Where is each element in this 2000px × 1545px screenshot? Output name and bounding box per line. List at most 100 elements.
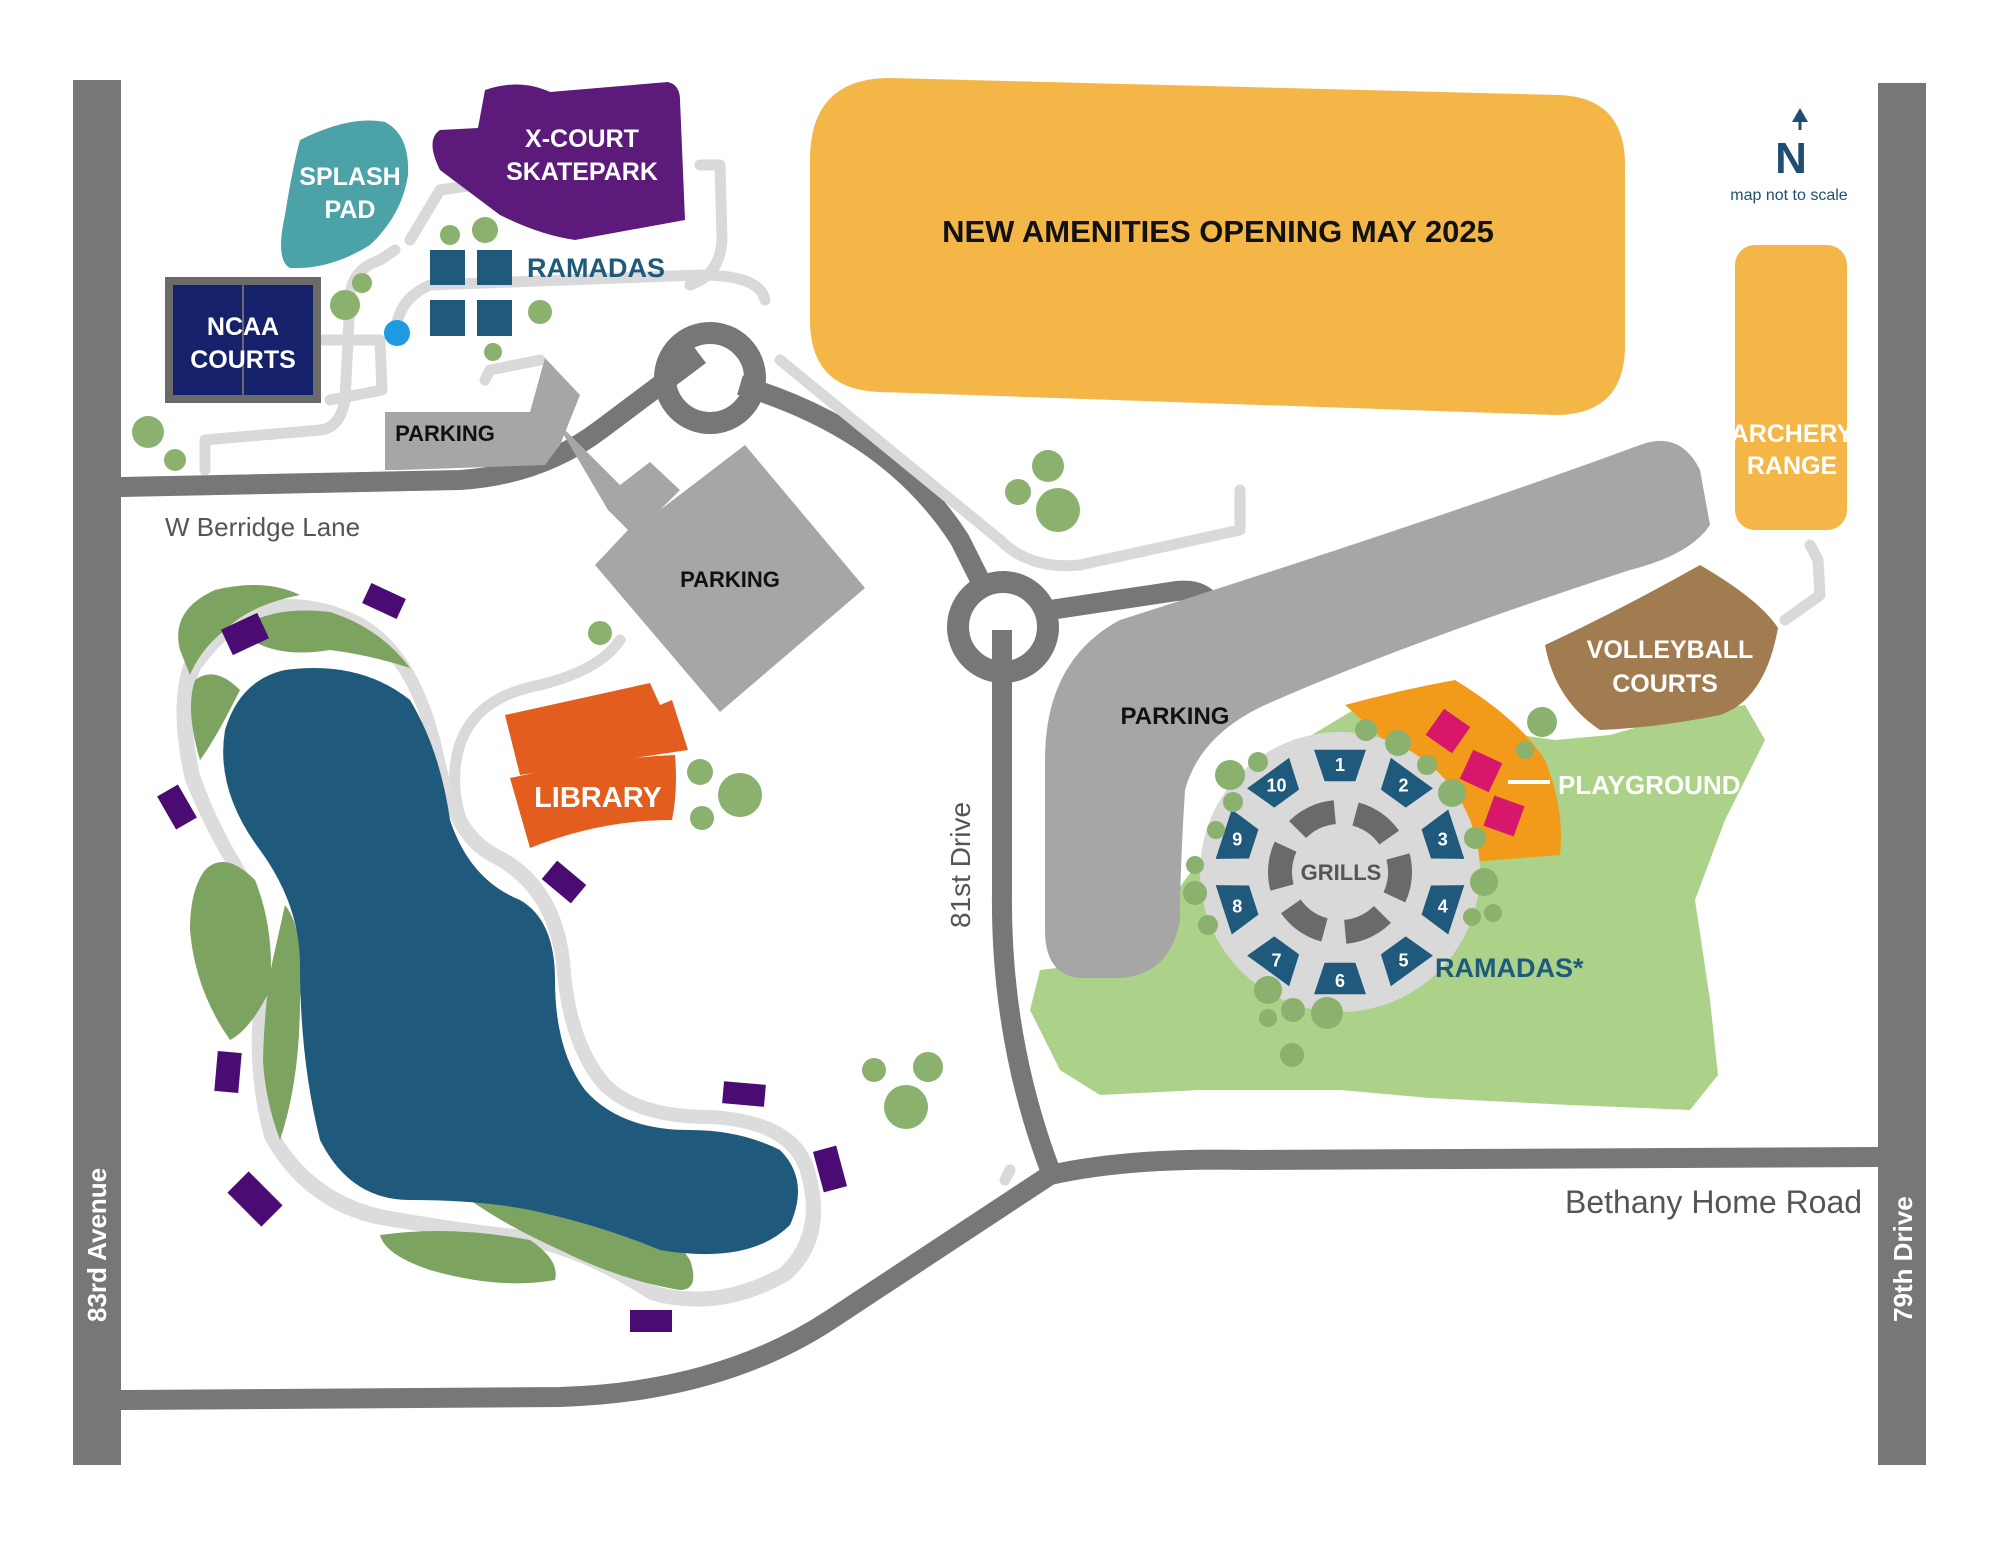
ramada-number: 4 [1438,896,1448,916]
w-berridge-lane-label: W Berridge Lane [165,512,360,542]
tree-icon [1463,908,1481,926]
ramada-5[interactable] [1380,936,1433,987]
library-label: LIBRARY [534,782,662,814]
ramada-2[interactable] [1380,757,1433,808]
tree-icon [472,217,498,243]
tree-icon [718,773,762,817]
ramada-number: 2 [1398,776,1408,796]
ncaa-courts[interactable] [165,277,321,403]
street-bethany-home-road [119,1147,1881,1410]
grill-station [1352,802,1399,845]
ramada-4[interactable] [1421,885,1465,935]
tree-icon [1036,488,1080,532]
tree-icon [164,449,186,471]
tree-icon [687,759,713,785]
tree-icon [1215,760,1245,790]
walking-paths [199,159,1826,1186]
archery-label-1: ARCHERY [1731,420,1854,448]
library[interactable] [505,683,688,848]
skatepark-label-2: SKATEPARK [506,158,658,186]
splash-pad-label-1: SPLASH [299,163,400,191]
bench [541,860,587,904]
parking-center[interactable] [555,420,865,712]
north-label: N [1775,134,1807,183]
play-equipment [1425,708,1525,837]
scale-note: map not to scale [1730,187,1848,204]
north-ramadas-label: RAMADAS [527,253,665,283]
ramada-6[interactable] [1314,962,1366,995]
bench [227,1171,283,1227]
tree-icon [1438,779,1466,807]
new-amenities-area[interactable] [810,78,1625,415]
parking-east-label: PARKING [1121,703,1230,730]
trees [132,217,1557,1129]
ramada-3[interactable] [1421,809,1465,859]
grills-label: GRILLS [1301,860,1382,885]
benches [157,583,848,1332]
tree-icon [1259,1009,1277,1027]
grill-hub [1296,828,1384,916]
79th-drive-label: 79th Drive [1888,1196,1918,1322]
tree-icon [330,290,360,320]
tree-icon [1464,827,1486,849]
ramada-8[interactable] [1215,885,1259,935]
tree-icon [862,1058,886,1082]
tree-icon [1527,707,1557,737]
tree-icon [1484,904,1502,922]
tree-icon [1248,752,1268,772]
tree-icon [1254,976,1282,1004]
new-amenities-text: NEW AMENITIES OPENING MAY 2025 [942,214,1494,249]
ramada-10[interactable] [1247,757,1300,808]
grill-stations [1268,800,1412,944]
tree-icon [1183,881,1207,905]
tree-icon [132,416,164,448]
roundabout-north [654,322,766,434]
street-81st-drive [991,630,1062,1179]
skatepark[interactable] [432,82,686,240]
tree-icon [352,273,372,293]
archery-label-2: RANGE [1747,452,1837,480]
arrow-up-icon [1792,108,1808,122]
parking-center-label: PARKING [680,567,780,592]
north-ramadas[interactable] [430,250,512,336]
volleyball-courts[interactable] [1545,565,1778,730]
tree-icon [1186,856,1204,874]
ncaa-label-1: NCAA [207,313,279,341]
tree-icon [1032,450,1064,482]
bench [630,1310,672,1332]
volleyball-label-1: VOLLEYBALL [1587,636,1754,664]
ramada-9[interactable] [1215,809,1259,859]
ramada-1[interactable] [1314,749,1366,782]
bench [220,612,270,656]
north-arrow: N map not to scale [1730,108,1848,204]
bench [812,1145,848,1193]
tree-icon [1005,479,1031,505]
archery-range[interactable] [1735,245,1847,530]
ramada-number: 3 [1438,830,1448,850]
tree-icon [528,300,552,324]
bethany-home-road-label: Bethany Home Road [1565,1184,1862,1220]
bench [214,1051,242,1093]
bench [362,583,406,619]
bench [157,784,197,830]
tree-icon [1417,755,1437,775]
83rd-avenue-label: 83rd Avenue [82,1168,112,1322]
water-fountain-icon [384,320,410,346]
81st-drive-label: 81st Drive [945,802,976,928]
tree-icon [1198,915,1218,935]
splash-pad[interactable] [281,120,409,269]
ramada-7[interactable] [1247,936,1300,987]
pond [223,668,798,1255]
grill-station [1268,841,1297,891]
tree-icon [913,1052,943,1082]
tree-icon [1281,998,1305,1022]
parking-east[interactable] [1045,440,1710,979]
ramada-number: 10 [1267,776,1287,796]
tree-icon [1280,1043,1304,1067]
splash-pad-label-2: PAD [325,196,376,224]
parking-nw[interactable] [385,358,580,470]
playground-label: PLAYGROUND [1558,770,1741,800]
ramada-number: 1 [1335,755,1345,775]
east-ramadas-label: RAMADAS* [1435,953,1584,983]
